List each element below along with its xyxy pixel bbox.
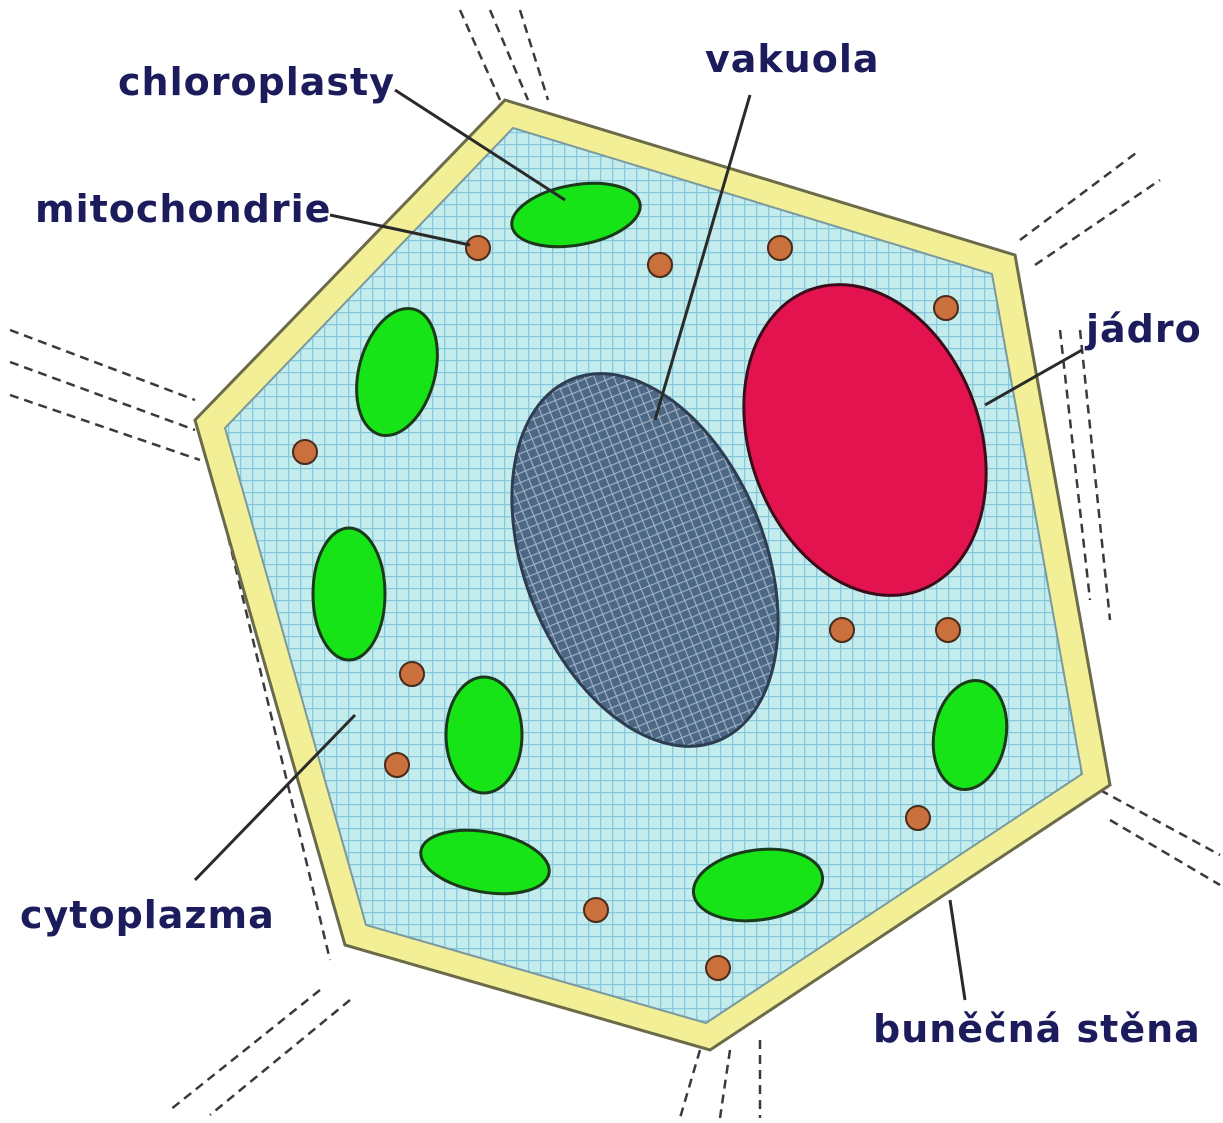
mitochondrion [293,440,317,464]
mitochondrion [706,956,730,980]
label-vacuole: vakuola [705,37,880,81]
mitochondrion [830,618,854,642]
mitochondrion [936,618,960,642]
mitochondrion [466,236,490,260]
mitochondrion [400,662,424,686]
mitochondrion [584,898,608,922]
label-mitochondria: mitochondrie [35,187,331,231]
mitochondrion [648,253,672,277]
label-chloroplasts: chloroplasty [118,60,395,104]
chloroplast [446,677,522,793]
leader-cell-wall [950,900,965,1000]
label-cytoplasm: cytoplazma [20,893,275,937]
mitochondrion [934,296,958,320]
label-cell-wall: buněčná stěna [873,1007,1201,1051]
mitochondrion [385,753,409,777]
chloroplast [313,528,385,660]
label-nucleus: jádro [1084,307,1202,351]
mitochondrion [906,806,930,830]
mitochondrion [768,236,792,260]
